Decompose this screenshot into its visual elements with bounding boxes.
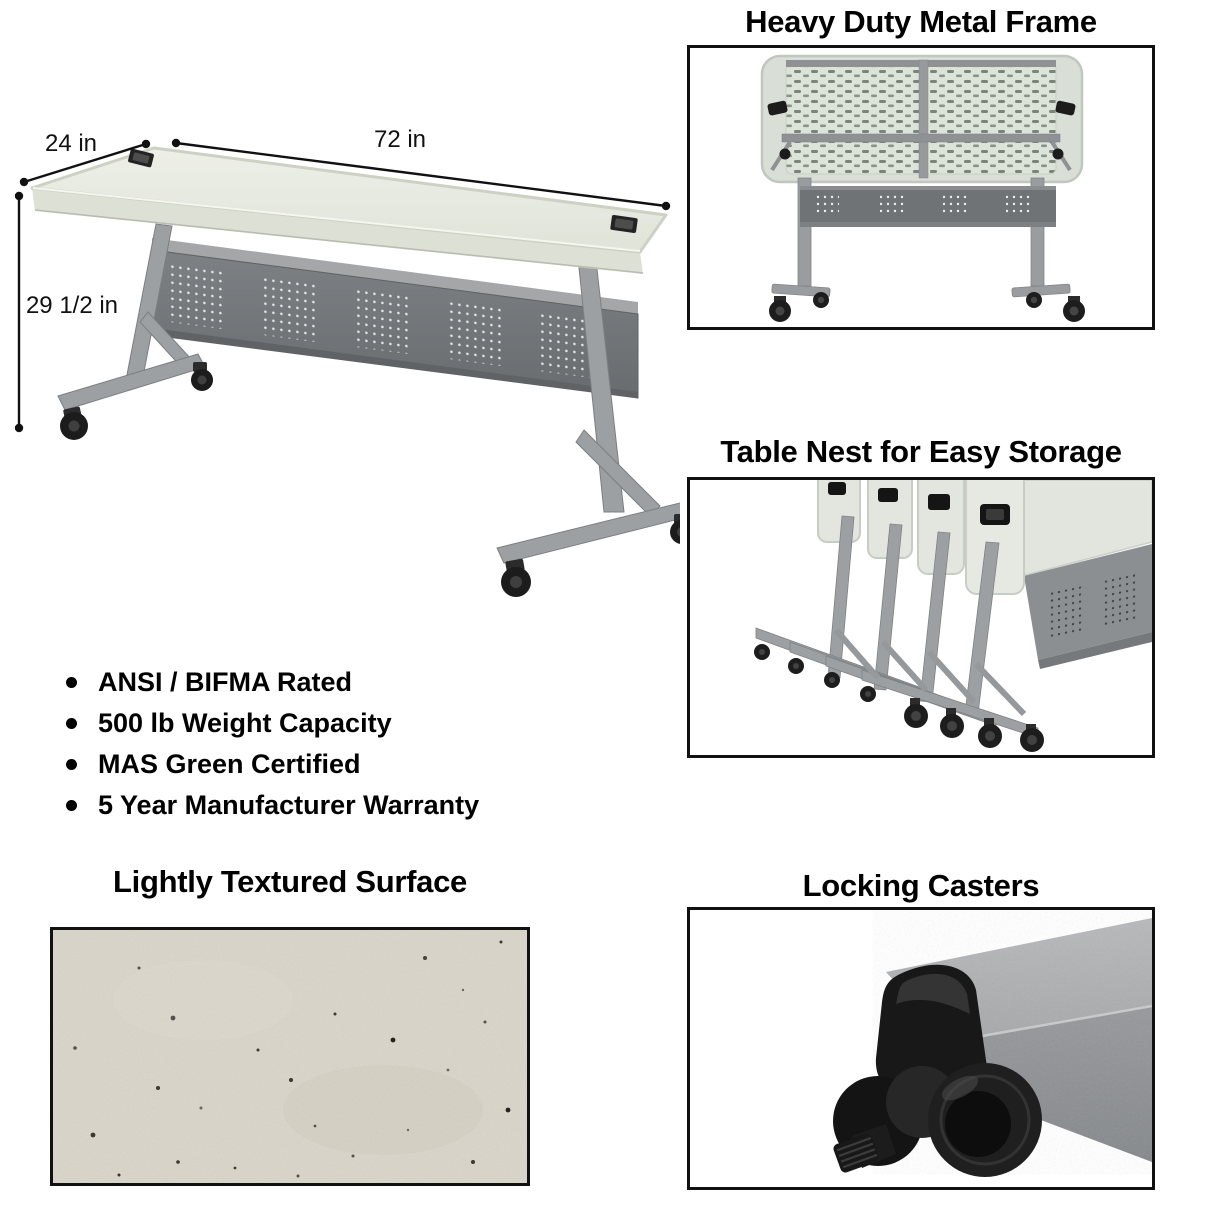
power-grommet-left <box>128 148 154 168</box>
nested-casters <box>754 644 1044 752</box>
surface-texture-illustration <box>53 930 527 1183</box>
dimension-label-width: 72 in <box>373 126 427 153</box>
flip-top-table-illustration <box>14 138 680 597</box>
flip-latches <box>767 100 1076 160</box>
right-leg-casters <box>501 514 680 597</box>
feature-text: 500 lb Weight Capacity <box>98 708 392 738</box>
caster-wheel <box>928 1063 1042 1177</box>
locking-casters-photo-box <box>687 907 1155 1190</box>
power-grommet-right <box>610 215 638 233</box>
locking-caster <box>833 1063 1042 1177</box>
nested-legs <box>755 515 1039 739</box>
folded-modesty-panel <box>800 186 1056 227</box>
metal-frame-photo-box <box>687 45 1155 330</box>
feature-text: 5 Year Manufacturer Warranty <box>98 790 480 820</box>
feature-item: 500 lb Weight Capacity <box>58 703 479 744</box>
tabletop <box>30 146 668 274</box>
feature-text: MAS Green Certified <box>98 749 361 779</box>
section-title-textured-surface: Lightly Textured Surface <box>113 864 467 899</box>
nested-table-side <box>1021 480 1152 669</box>
leg-end-cap <box>875 964 987 1101</box>
folded-table-illustration <box>760 54 1085 322</box>
dimension-line-depth <box>19 139 151 187</box>
brake-lever <box>833 1124 896 1173</box>
textured-surface-photo-box <box>50 927 530 1186</box>
feature-item: MAS Green Certified <box>58 744 479 785</box>
texture-speckles <box>73 940 511 1178</box>
feature-item: ANSI / BIFMA Rated <box>58 662 479 703</box>
dimension-line-width <box>171 138 671 211</box>
left-leg-casters <box>60 362 213 440</box>
section-title-locking-casters: Locking Casters <box>802 868 1040 903</box>
modesty-panel <box>151 238 639 399</box>
table-left-leg <box>57 223 206 411</box>
nested-grommets <box>828 482 1010 525</box>
frame-casters <box>769 292 1085 322</box>
dimension-label-depth: 24 in <box>44 130 98 157</box>
dimension-label-height: 29 1/2 in <box>25 292 119 319</box>
section-title-metal-frame: Heavy Duty Metal Frame <box>745 4 1097 39</box>
table-nest-photo-box <box>687 477 1155 758</box>
nested-tables-illustration <box>754 480 1152 752</box>
feature-text: ANSI / BIFMA Rated <box>98 667 353 697</box>
feature-item: 5 Year Manufacturer Warranty <box>58 785 479 826</box>
dimension-lines <box>14 138 671 433</box>
section-title-table-nest: Table Nest for Easy Storage <box>720 434 1122 469</box>
nested-leg-braces <box>833 628 1027 717</box>
dimension-line-height <box>14 191 24 433</box>
caster-closeup-illustration <box>833 918 1152 1177</box>
feature-list: ANSI / BIFMA Rated 500 lb Weight Capacit… <box>58 662 479 826</box>
